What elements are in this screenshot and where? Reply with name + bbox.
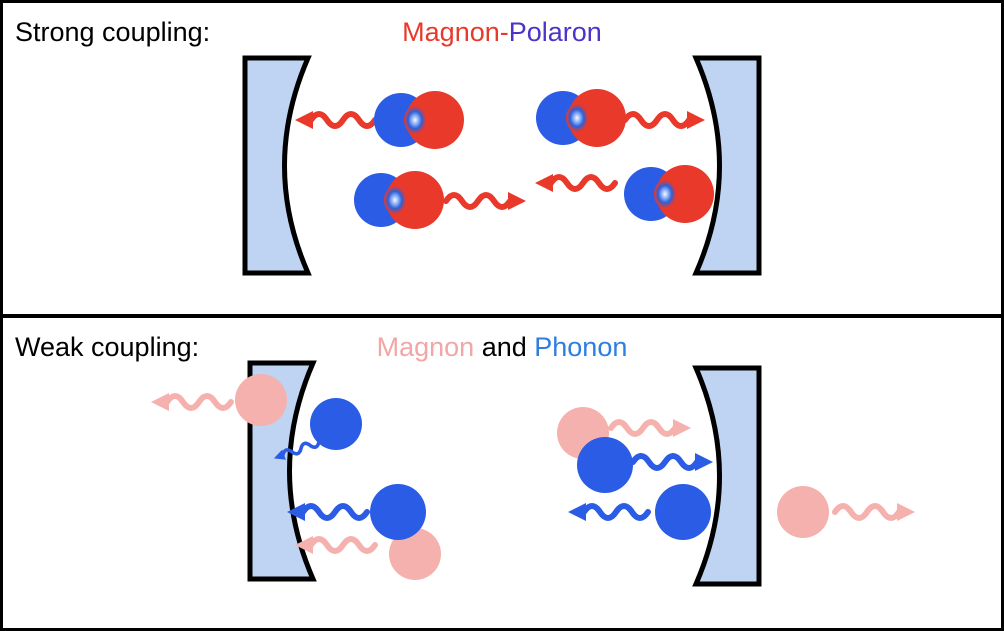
cavity-mirrors-strong bbox=[242, 55, 762, 276]
wavy-arrow-left bbox=[295, 536, 375, 554]
wavy-arrow-right bbox=[611, 419, 691, 437]
cavity-mirror-right bbox=[692, 365, 762, 587]
wavy-arrow-left bbox=[535, 174, 615, 192]
cavity-mirrors-weak bbox=[247, 360, 762, 587]
strong-coupling-title: Magnon-Polaron bbox=[3, 17, 1001, 48]
magnon-polaron-particle bbox=[354, 171, 444, 229]
magnon-and-phonon-particles bbox=[235, 374, 829, 580]
wavy-arrow-left bbox=[287, 503, 367, 521]
strong-coupling-diagram bbox=[242, 55, 762, 276]
weak-coupling-title: Magnon and Phonon bbox=[3, 332, 1001, 363]
magnon-word: Magnon bbox=[376, 332, 475, 362]
wavy-arrow-right bbox=[835, 503, 915, 521]
magnon-particle bbox=[389, 528, 441, 580]
magnon-polaron-particle bbox=[536, 89, 626, 147]
magnon-polaron-particles bbox=[354, 89, 714, 229]
cavity-mirror-left bbox=[242, 55, 312, 276]
magnon-polaron-title-red-part: Magnon- bbox=[402, 17, 509, 47]
wavy-arrow-right bbox=[446, 192, 526, 210]
phonon-word: Phonon bbox=[534, 332, 628, 362]
strong-coupling-label: Strong coupling: bbox=[15, 17, 211, 47]
weak-coupling-panel: Weak coupling: Magnon and Phonon bbox=[3, 318, 1001, 628]
wavy-arrow-left bbox=[151, 393, 231, 411]
magnon-polaron-particle bbox=[624, 165, 714, 223]
cavity-mirror-right bbox=[692, 55, 762, 276]
wavy-arrow-left bbox=[568, 503, 648, 521]
weak-coupling-diagram bbox=[3, 360, 1001, 587]
and-word: and bbox=[474, 332, 535, 362]
wavy-arrow-left bbox=[295, 111, 375, 129]
wavy-arrow-right bbox=[633, 453, 713, 471]
wavy-arrow-right bbox=[625, 111, 705, 129]
phonon-particle bbox=[577, 437, 633, 493]
phonon-particle bbox=[370, 484, 426, 540]
magnon-polaron-title-purple-part: Polaron bbox=[508, 17, 602, 47]
strong-coupling-panel: Strong coupling: Magnon-Polaron bbox=[3, 3, 1001, 318]
phonon-particle bbox=[655, 484, 711, 540]
weak-coupling-label: Weak coupling: bbox=[15, 332, 200, 362]
magnon-polaron-particle bbox=[374, 91, 464, 149]
magnon-particle bbox=[777, 486, 829, 538]
magnon-particle bbox=[235, 374, 287, 426]
phonon-particle bbox=[310, 398, 362, 450]
